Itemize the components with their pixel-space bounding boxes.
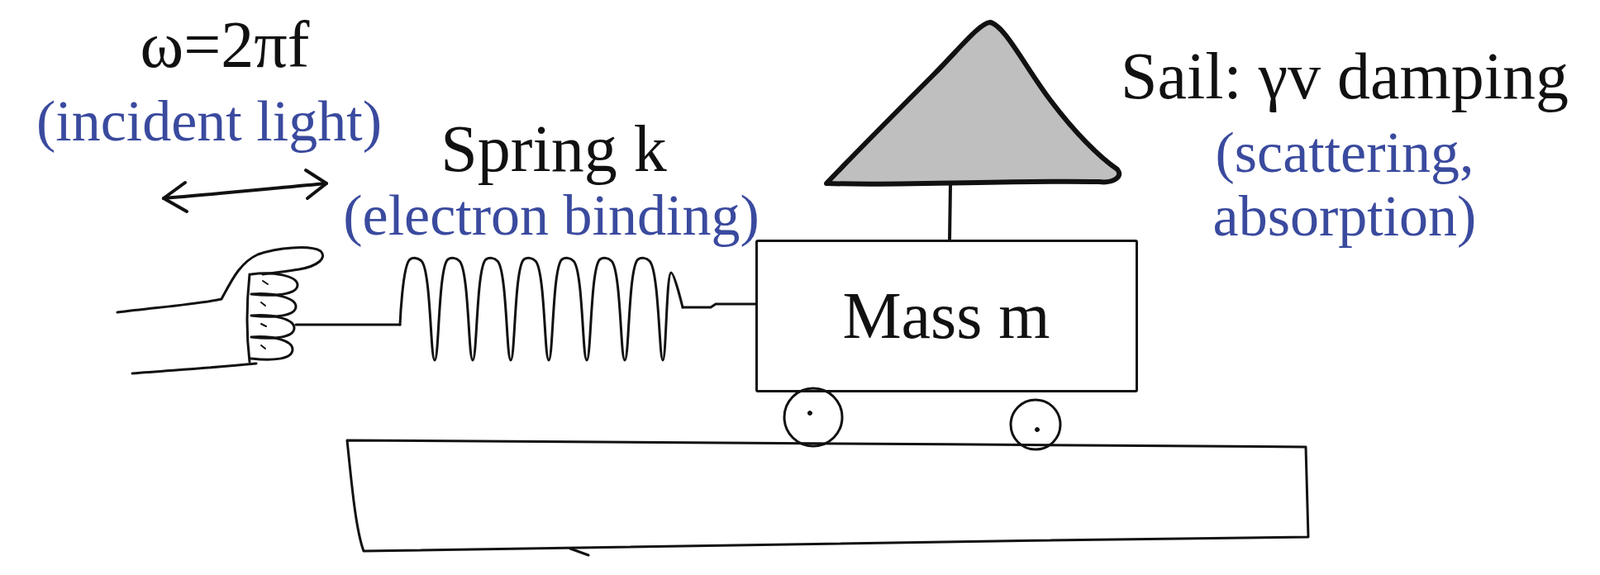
hand-arm-top [117, 247, 324, 313]
sail-shape [826, 22, 1120, 185]
hand-fingers [247, 273, 298, 362]
block-label: Mass m [842, 282, 1050, 349]
spring-end-rod [682, 304, 756, 308]
hand-knuckles [261, 280, 268, 349]
ground-slab [347, 440, 1309, 552]
wheel-hub [1035, 428, 1040, 433]
hand-arm-bottom [132, 363, 257, 374]
sail-label: Sail: γv damping [1120, 42, 1569, 110]
wheel [1010, 400, 1061, 450]
spring-label: Spring k [440, 115, 667, 182]
ground-tick [570, 548, 589, 556]
oscillation-arrow [163, 183, 327, 199]
arrow-head-left [163, 182, 187, 212]
mass-block: Mass m [755, 239, 1139, 393]
frequency-label: ω=2πf [140, 11, 310, 78]
sail-mast [949, 185, 951, 241]
arrow-head-right [305, 170, 327, 199]
spring-coil [400, 257, 683, 361]
wheel-hub [808, 411, 813, 416]
wheel [784, 388, 843, 447]
annotation-note: (electron binding) [342, 186, 759, 245]
annotation-note: (scattering, absorption) [1171, 120, 1519, 248]
spring-rod [295, 323, 400, 327]
annotation-note: (incident light) [36, 92, 382, 151]
